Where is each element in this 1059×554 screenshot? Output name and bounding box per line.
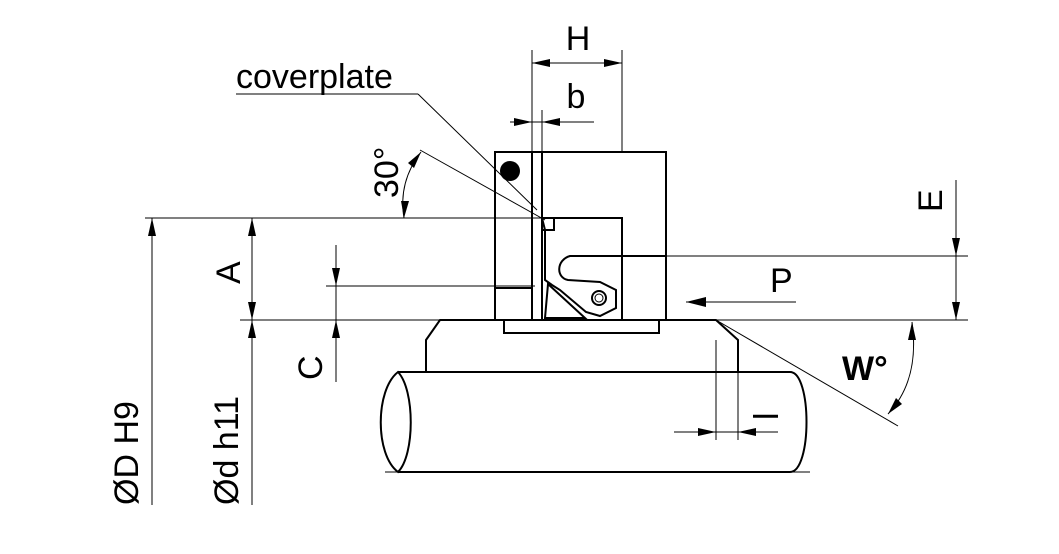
dimension-C: C — [292, 245, 340, 382]
o-ring-icon — [500, 161, 520, 181]
dimension-D: ØD H9 — [108, 218, 156, 505]
label-A: A — [210, 261, 248, 284]
label-30-degrees: 30° — [368, 147, 406, 198]
reference-lines — [145, 217, 968, 321]
dimension-E: E — [912, 180, 960, 320]
label-C: C — [292, 355, 330, 380]
label-W-degrees: W° — [842, 350, 888, 388]
shaft — [379, 370, 810, 474]
label-coverplate: coverplate — [236, 58, 393, 96]
label-l: l — [748, 412, 786, 420]
spring-icon — [591, 290, 607, 306]
label-d-h11: Ød h11 — [208, 396, 246, 505]
dimension-angle-30: 30° — [368, 147, 546, 221]
label-E: E — [912, 189, 950, 212]
dimension-l: l — [674, 340, 786, 440]
lip-seal — [540, 217, 623, 318]
shaft-sleeve — [425, 319, 739, 373]
dimension-angle-W: W° — [715, 319, 916, 427]
dimension-H: H — [531, 20, 623, 152]
dimension-A: A — [210, 218, 256, 320]
label-P: P — [770, 262, 793, 300]
base-plate — [503, 319, 660, 334]
label-D-H9: ØD H9 — [108, 401, 146, 505]
dimension-d: Ød h11 — [208, 320, 256, 505]
label-H: H — [566, 20, 591, 58]
pressure-P: P — [686, 262, 796, 307]
label-b: b — [567, 78, 586, 116]
coverplate-leader: coverplate — [236, 58, 538, 211]
dimension-b: b — [510, 78, 594, 218]
seal-housing — [494, 151, 667, 334]
coverplate-strip — [531, 151, 543, 321]
